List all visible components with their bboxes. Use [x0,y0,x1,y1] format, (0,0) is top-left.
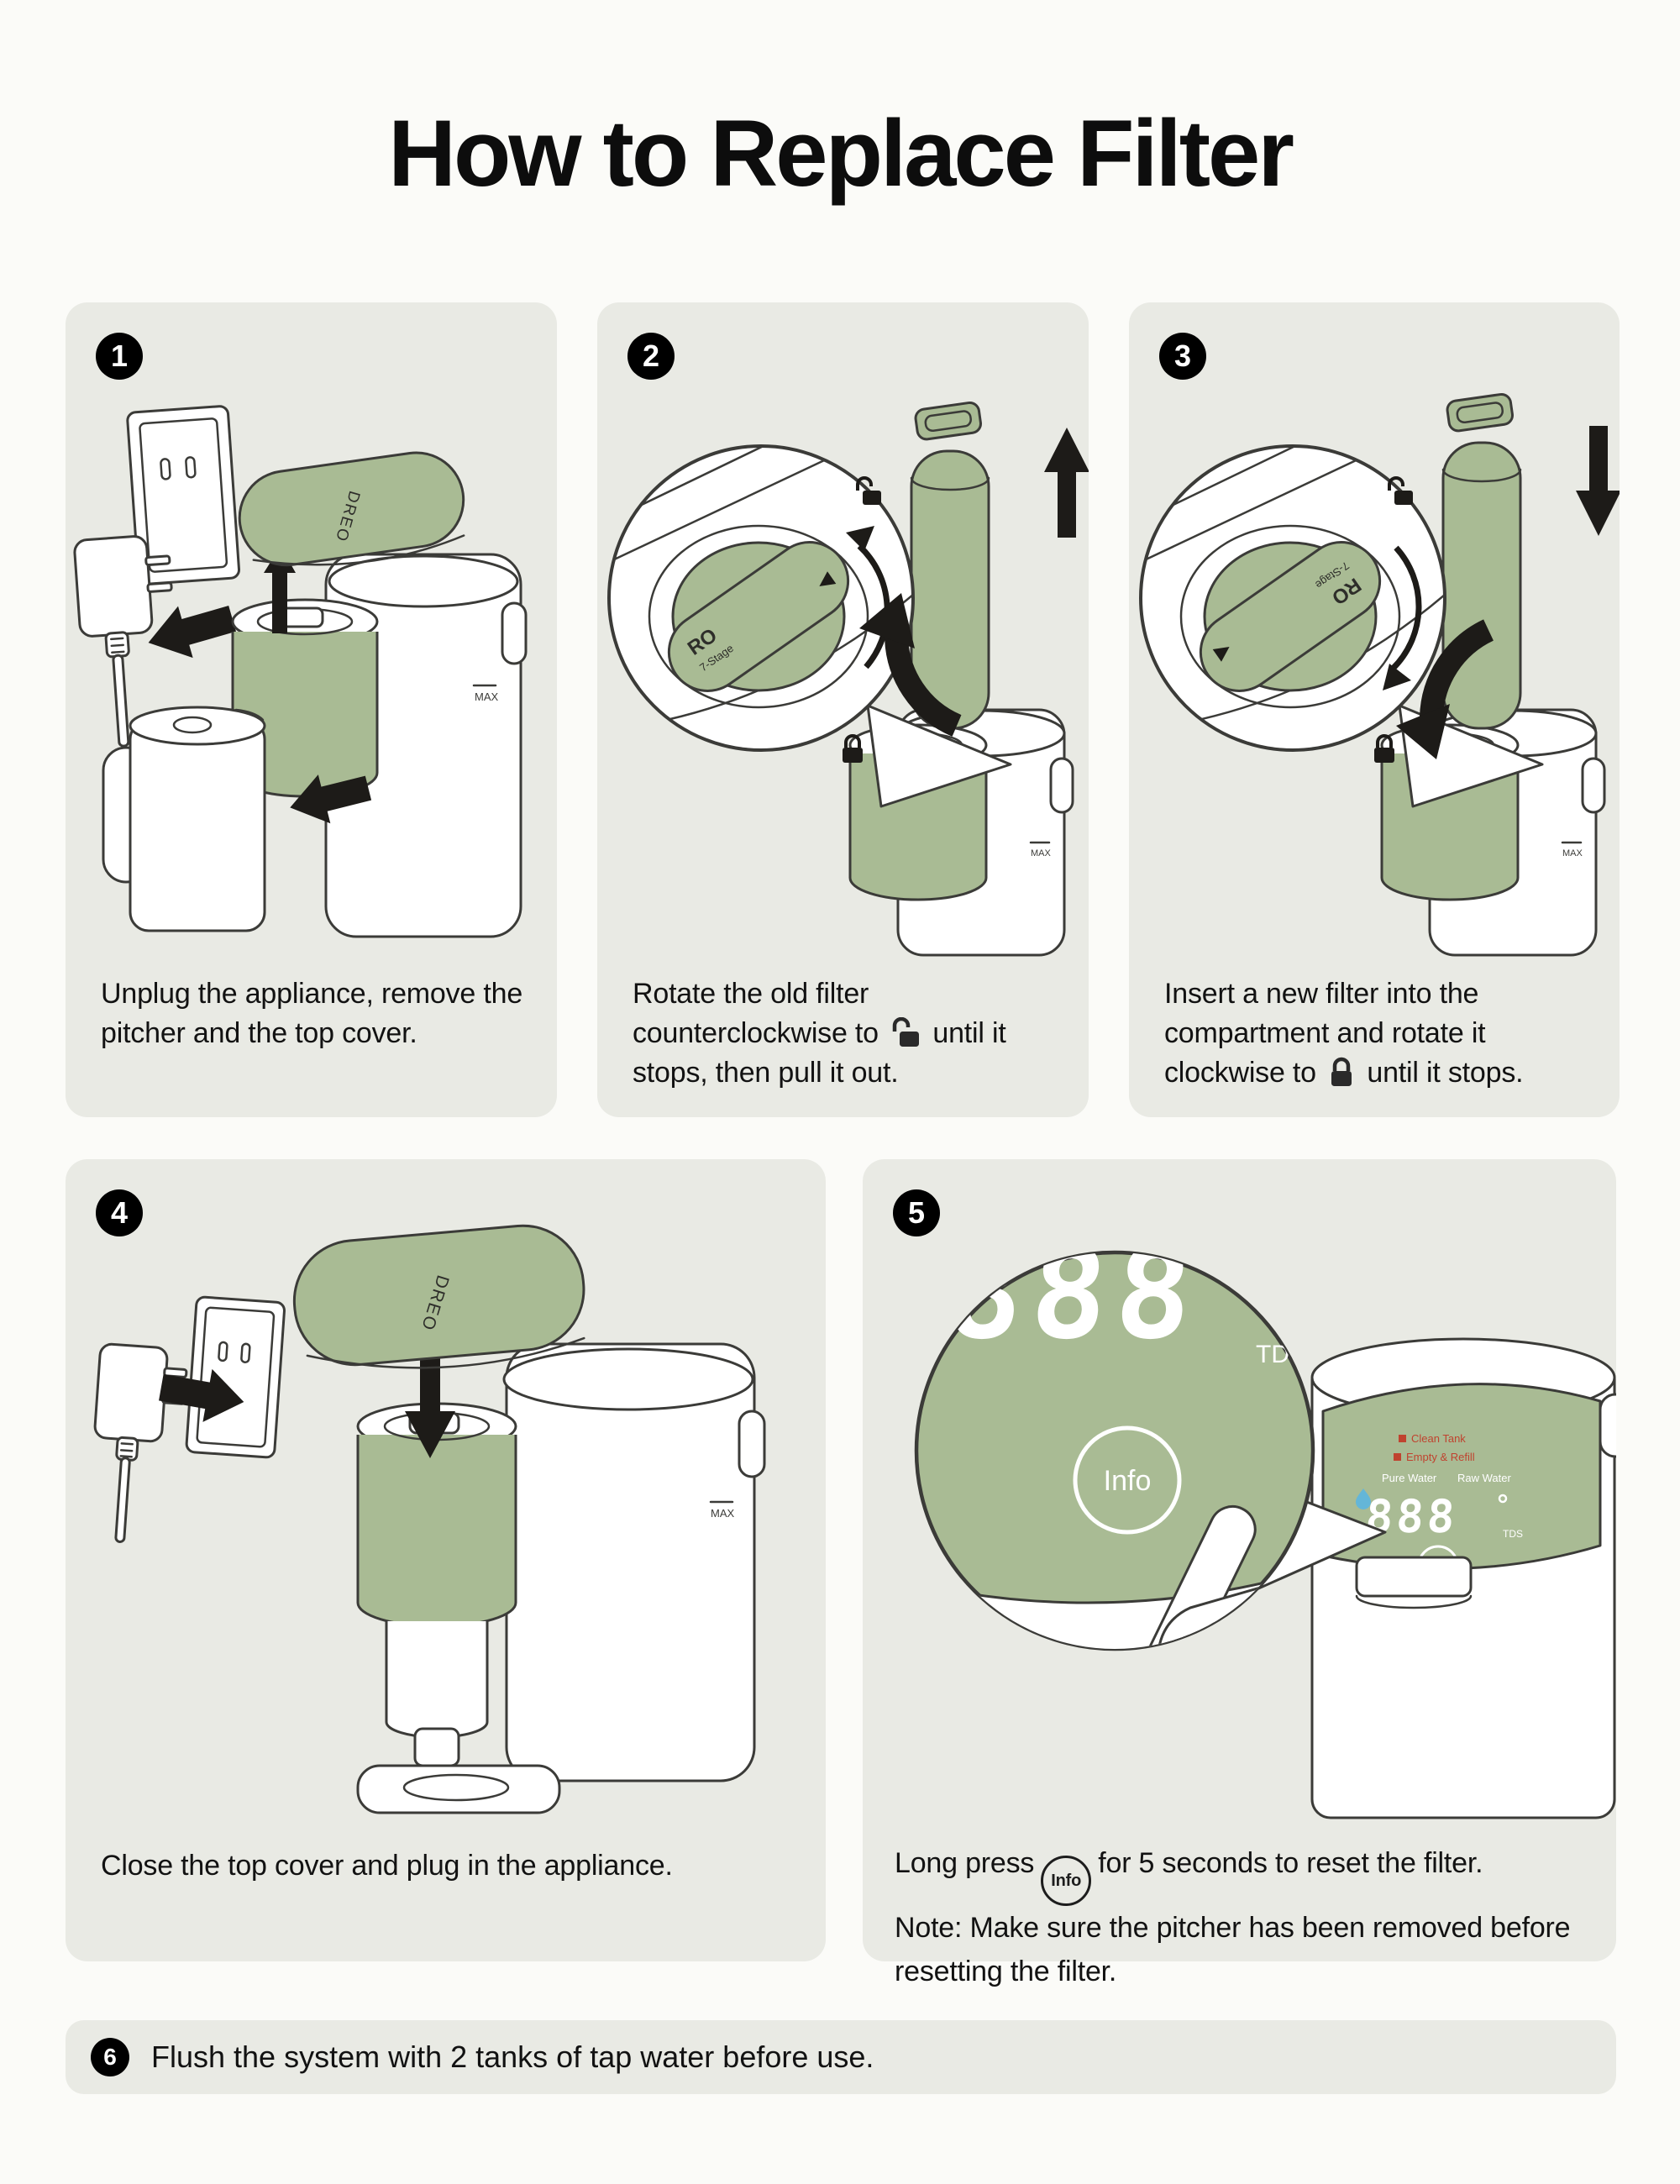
pull-up-arrow-icon [1044,428,1089,538]
appliance-icon: Clean Tank Empty & Refill Pure Water Raw… [1310,1337,1616,1819]
filter-cartridge-icon [1441,392,1522,730]
step-5-panel: 5 Clean Tank Empty & Refill Pure Water R… [863,1159,1616,1987]
top-cover-icon: DREO [292,1224,585,1369]
lift-arrow-icon [264,546,296,633]
rotate-ccw-bold-arrow-icon [885,634,962,737]
pitcher-icon [102,706,266,932]
step-4-illustration: MAX DREO [93,1224,766,1814]
info-label-zoom: Info [1104,1465,1152,1497]
rotate-cw-bold-arrow-icon [1420,619,1494,718]
step-2-badge: 2 [627,333,675,380]
caption-text: for 5 seconds to reset the filter. [1098,1847,1483,1879]
unlock-icon [1388,476,1413,505]
pure-water-label: Pure Water [1382,1472,1437,1484]
step-1-illustration: MAX DREO [73,405,528,938]
wall-outlet-icon [126,405,241,585]
step-6-badge: 6 [91,2038,129,2076]
display-value-zoom: 888 [942,1221,1205,1368]
page-title: How to Replace Filter [388,101,1294,206]
step-3-badge: 3 [1159,333,1206,380]
caption-text: Long press [895,1847,1035,1879]
step-3-caption: Insert a new filter into the compartment… [1164,974,1594,1093]
caption-text: Rotate the old filter counterclockwise t… [633,978,879,1049]
remove-pitcher-arrow-icon [290,774,372,824]
appliance-icon: MAX DREO [231,451,528,938]
tds-label-zoom: TDS [1256,1341,1306,1368]
step-5-caption: Long pressInfofor 5 seconds to reset the… [895,1841,1596,1993]
step-6-text: Flush the system with 2 tanks of tap wat… [151,2040,874,2074]
max-label: MAX [475,690,499,703]
info-button-inline: Info [1041,1856,1092,1906]
appliance-icon: MAX DREO [292,1224,766,1814]
step-3-panel: 3 MAX [1129,302,1620,1117]
step-5-badge: 5 [893,1189,940,1236]
empty-refill-label: Empty & Refill [1406,1451,1475,1463]
step-1-panel: 1 [66,302,557,1117]
lock-icon [843,734,863,763]
rotate-cw-thin-arrow-icon [1390,545,1422,671]
step-3-illustration: MAX [1139,392,1620,957]
magnifier-wedge [866,704,1012,808]
power-plug-icon [73,535,173,748]
top-cover-icon: DREO [238,451,465,567]
caption-text: until it stops. [1367,1057,1524,1089]
max-label: MAX [1031,848,1052,858]
step-4-panel: 4 [66,1159,826,1961]
insert-down-arrow-icon [1576,426,1620,536]
info-button-icon [1073,1425,1182,1535]
max-label: MAX [1562,848,1583,858]
plug-in-arrow-icon [159,1368,244,1422]
unlock-icon [892,1017,920,1047]
clean-tank-label: Clean Tank [1411,1432,1466,1445]
lock-icon [1331,1057,1352,1086]
max-label: MAX [711,1507,735,1520]
caption-text: until it stops, then pull it out. [633,1017,1006,1089]
step-2-caption: Rotate the old filter counterclockwise t… [633,974,1063,1093]
step-2-panel: 2 MAX [597,302,1089,1117]
lock-icon [1374,734,1394,763]
wall-outlet-icon [185,1295,286,1459]
filter-knob-icon: RO 7-Stage [1199,541,1382,692]
unlock-icon [856,476,881,505]
step-2-illustration: MAX [607,401,1089,957]
power-plug-icon [93,1342,188,1544]
step-4-badge: 4 [96,1189,143,1236]
raw-water-label: Raw Water [1457,1472,1511,1484]
filter-cartridge-icon [910,401,990,730]
step-1-caption: Unplug the appliance, remove the pitcher… [101,978,523,1049]
step-5-illustration: Clean Tank Empty & Refill Pure Water Raw… [914,1221,1616,1819]
step-1-badge: 1 [96,333,143,380]
step-6-bar: 6 Flush the system with 2 tanks of tap w… [66,2020,1616,2094]
close-down-arrow-icon [405,1352,455,1458]
unplug-arrow-icon [148,606,236,659]
filter-knob-icon: RO 7-Stage [667,541,850,692]
water-drop-icon [1356,1488,1371,1509]
step-5-note: Note: Make sure the pitcher has been rem… [895,1912,1571,1987]
step-4-caption: Close the top cover and plug in the appl… [101,1850,673,1882]
caption-text: Insert a new filter into the compartment… [1164,978,1486,1089]
tds-label: TDS [1503,1528,1523,1540]
